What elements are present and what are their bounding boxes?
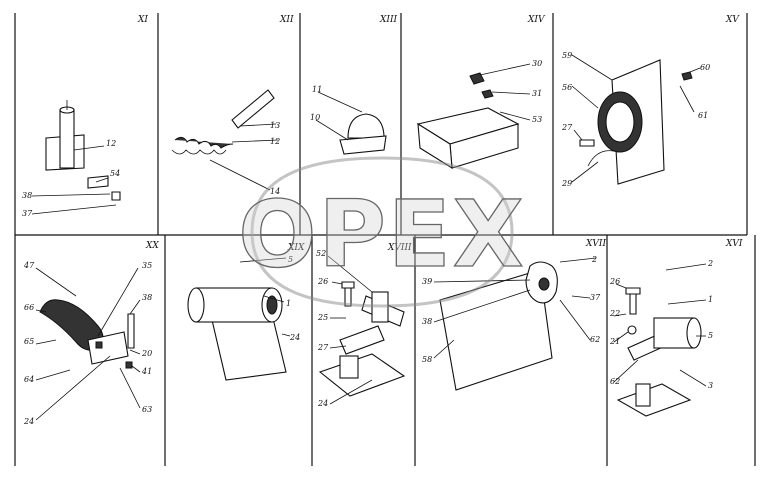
panel-title-xi: XI — [137, 15, 148, 25]
panel-xix-drawing: 5 1 24 — [187, 255, 300, 381]
label-38: 38 — [22, 191, 32, 200]
label-26: 26 — [609, 277, 620, 286]
label-35: 35 — [142, 261, 152, 270]
label-24: 24 — [289, 333, 300, 342]
label-61: 61 — [698, 111, 708, 120]
label-24: 24 — [23, 417, 34, 426]
label-62: 62 — [590, 335, 600, 344]
panel-xi-drawing: 12 54 38 37 — [22, 100, 121, 218]
panel-xx-drawing: 47 35 66 38 65 20 64 41 24 63 — [23, 261, 152, 426]
label-27: 27 — [561, 123, 573, 132]
panel-title-xiv: XIV — [527, 15, 546, 25]
label-2: 2 — [707, 259, 713, 268]
label-30: 30 — [532, 59, 542, 68]
panel-xiii-drawing: 11 10 — [310, 85, 387, 155]
label-63: 63 — [142, 405, 152, 414]
label-66: 66 — [24, 303, 34, 312]
panel-title-xvii: XVII — [585, 239, 606, 249]
label-53: 53 — [532, 115, 542, 124]
label-59: 59 — [562, 51, 572, 60]
label-31: 31 — [532, 89, 542, 98]
label-25: 25 — [317, 313, 328, 322]
label-37: 37 — [590, 293, 601, 302]
label-65: 65 — [24, 337, 34, 346]
label-38: 38 — [142, 293, 152, 302]
label-41: 41 — [141, 367, 152, 376]
panel-xii-drawing: 13 12 14 — [171, 89, 280, 196]
panel-title-xiii: XIII — [379, 15, 398, 25]
label-5: 5 — [288, 255, 293, 264]
label-1: 1 — [708, 295, 713, 304]
label-54: 54 — [110, 169, 120, 178]
label-1: 1 — [286, 299, 291, 308]
label-10: 10 — [310, 113, 320, 122]
panel-xviii-drawing: 52 26 25 27 24 — [316, 249, 406, 408]
label-12: 12 — [106, 139, 116, 148]
label-2: 2 — [591, 255, 597, 264]
watermark-text: OPEX — [238, 181, 525, 288]
label-21: 21 — [609, 337, 620, 346]
label-58: 58 — [422, 355, 432, 364]
label-64: 64 — [24, 375, 34, 384]
label-38: 38 — [422, 317, 432, 326]
label-29: 29 — [561, 179, 572, 188]
panel-title-xix: XIX — [287, 243, 305, 253]
label-52: 52 — [316, 249, 326, 258]
label-14: 14 — [270, 187, 280, 196]
label-60: 60 — [700, 63, 710, 72]
label-27: 27 — [317, 343, 329, 352]
panel-xvi-drawing: 2 26 1 22 5 21 62 3 — [609, 259, 713, 417]
label-12: 12 — [270, 137, 280, 146]
panel-title-xv: XV — [725, 15, 740, 25]
label-37: 37 — [22, 209, 33, 218]
label-3: 3 — [708, 381, 713, 390]
label-47: 47 — [23, 261, 35, 270]
label-26: 26 — [317, 277, 328, 286]
panel-title-xx: XX — [145, 241, 159, 251]
panel-title-xvi: XVI — [725, 239, 743, 249]
label-22: 22 — [609, 309, 620, 318]
panel-title-xii: XII — [279, 15, 294, 25]
panel-xvii-drawing: 2 39 37 38 62 58 — [422, 255, 601, 391]
panel-xiv-drawing: 30 31 53 — [416, 59, 542, 170]
label-39: 39 — [422, 277, 432, 286]
label-5: 5 — [708, 331, 713, 340]
panel-xv-drawing: 59 56 60 61 27 29 — [561, 51, 710, 188]
label-13: 13 — [270, 121, 280, 130]
panel-title-xviii: XVIII — [387, 243, 412, 253]
label-11: 11 — [312, 85, 322, 94]
watermark: OPEX — [238, 156, 525, 308]
label-24: 24 — [317, 399, 328, 408]
label-56: 56 — [562, 83, 572, 92]
label-62: 62 — [610, 377, 620, 386]
panel-grid — [14, 13, 756, 466]
label-20: 20 — [141, 349, 152, 358]
